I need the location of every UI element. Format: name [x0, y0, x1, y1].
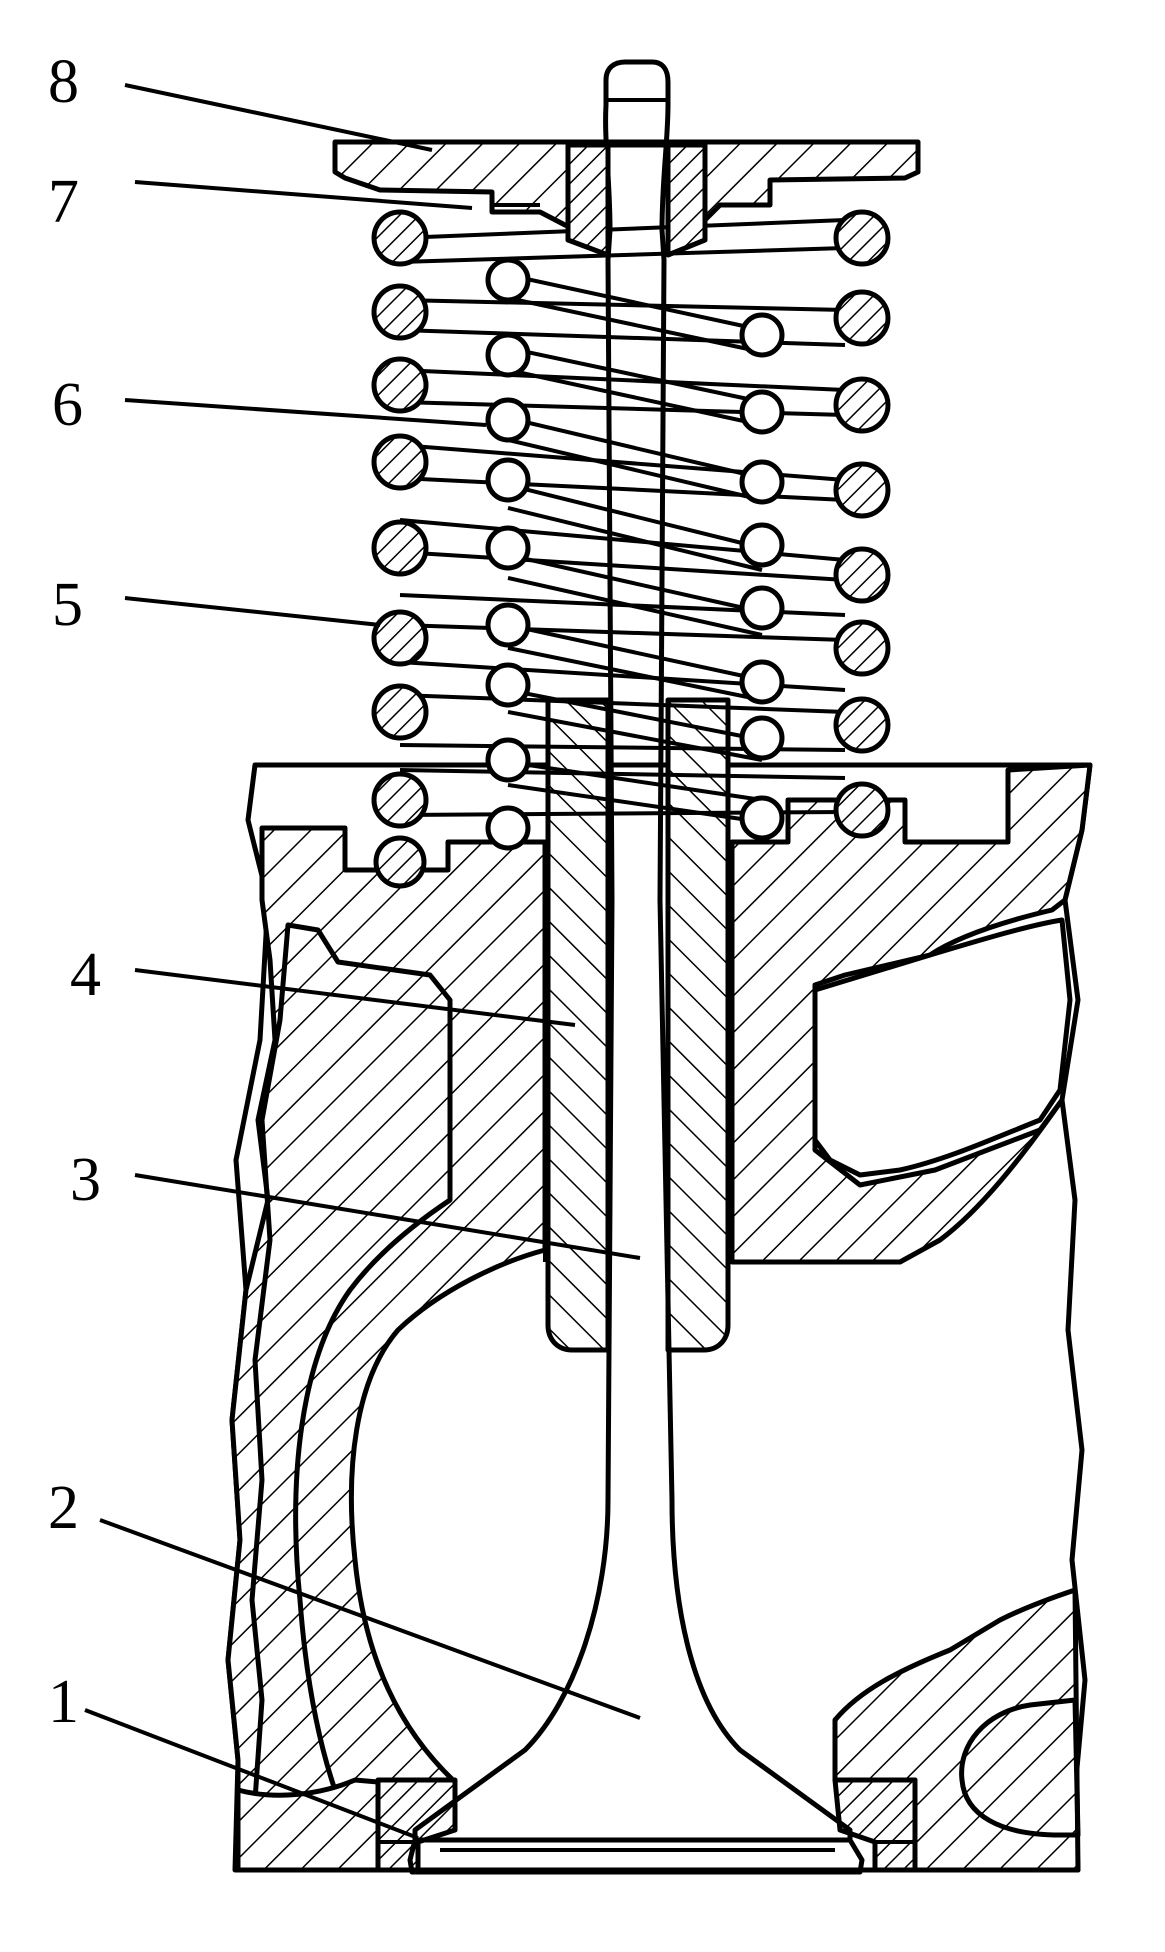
label-7: 7	[48, 168, 79, 236]
leader-2	[99, 1518, 641, 1720]
label-5: 5	[52, 571, 83, 639]
valve-collets	[565, 142, 708, 258]
outer-spring	[371, 209, 891, 889]
spring-retainer	[332, 139, 921, 243]
valve	[407, 59, 865, 1875]
leader-6	[124, 398, 487, 427]
leader-3	[134, 1173, 641, 1260]
inner-spring-left-coils	[485, 257, 531, 851]
leader-5	[124, 596, 381, 627]
valve-seat-insert	[375, 1777, 918, 1873]
leader-4	[134, 968, 576, 1027]
outer-spring-right-coils	[833, 209, 891, 839]
label-6: 6	[52, 371, 83, 439]
part-labels: 8 7 6 5 4 3 2 1	[48, 48, 101, 1736]
leader-lines	[84, 83, 641, 1840]
inner-spring	[485, 257, 785, 851]
label-3: 3	[70, 1146, 101, 1214]
label-4: 4	[70, 941, 101, 1009]
valve-guide	[545, 697, 731, 1353]
inner-spring-right-coils	[739, 312, 785, 841]
label-2: 2	[48, 1474, 79, 1542]
outer-spring-left-coils	[371, 209, 429, 889]
label-8: 8	[48, 48, 79, 116]
leader-1	[84, 1708, 419, 1840]
leader-7	[134, 180, 473, 210]
label-1: 1	[48, 1668, 79, 1736]
leader-8	[124, 83, 433, 152]
